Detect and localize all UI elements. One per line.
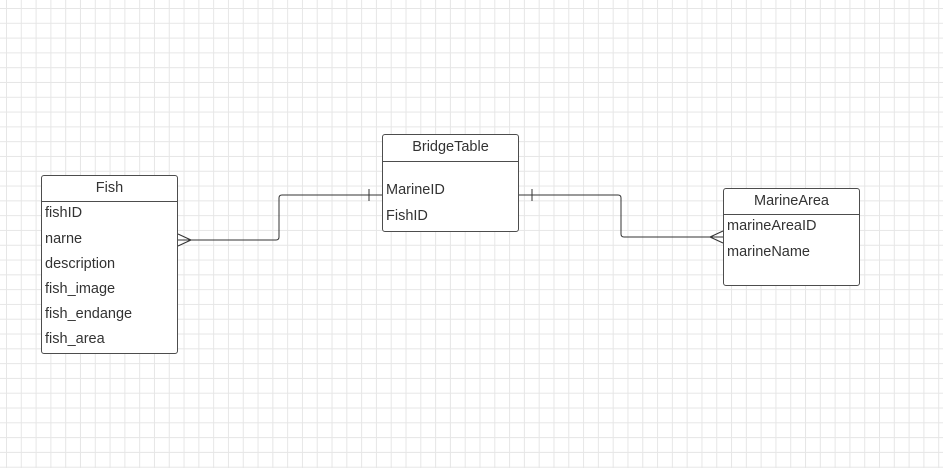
- field-fishid-bridge[interactable]: FishID: [386, 208, 428, 224]
- entity-fish[interactable]: Fish fishID narne description fish_image…: [41, 175, 178, 354]
- field-fish-image[interactable]: fish_image: [45, 281, 116, 297]
- entity-bridgetable[interactable]: BridgeTable MarineID FishID: [382, 134, 519, 232]
- entity-title-bridgetable: BridgeTable: [383, 135, 518, 162]
- field-marinename[interactable]: marineName: [727, 244, 810, 260]
- relationship-bridge-marine-line[interactable]: [519, 194, 723, 238]
- field-fishid[interactable]: fishID: [45, 205, 83, 221]
- entity-title-fish: Fish: [42, 176, 177, 202]
- field-fish-area[interactable]: fish_area: [45, 331, 105, 347]
- relationship-fish-bridge-line[interactable]: [178, 194, 382, 241]
- crowfoot-marine-icon: [709, 230, 724, 244]
- field-marineid[interactable]: MarineID: [386, 182, 445, 198]
- field-fish-endange[interactable]: fish_endange: [45, 306, 133, 322]
- entity-marinearea[interactable]: MarineArea marineAreaID marineName: [723, 188, 860, 286]
- entity-title-marinearea: MarineArea: [724, 189, 859, 215]
- field-marineareaid[interactable]: marineAreaID: [727, 218, 817, 234]
- field-name[interactable]: narne: [45, 231, 83, 247]
- field-description[interactable]: description: [45, 256, 116, 272]
- crowfoot-fish-icon: [177, 233, 192, 247]
